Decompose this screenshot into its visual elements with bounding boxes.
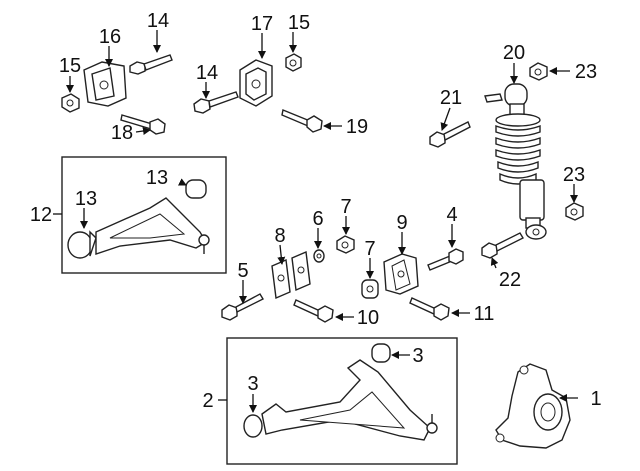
callout-3-right: 3 bbox=[412, 345, 423, 367]
callout-8: 8 bbox=[274, 225, 285, 247]
callout-9: 9 bbox=[396, 212, 407, 234]
nut-15-left bbox=[61, 93, 80, 113]
lower-control-arm-assembly bbox=[226, 337, 458, 465]
bolt-22 bbox=[481, 232, 524, 259]
callout-13-left: 13 bbox=[75, 188, 97, 210]
bracket-17 bbox=[239, 59, 273, 107]
callout-leaders bbox=[53, 30, 578, 413]
callout-15-center: 15 bbox=[288, 12, 310, 34]
callout-11: 11 bbox=[474, 303, 495, 325]
bolt-10 bbox=[293, 299, 334, 323]
callout-18: 18 bbox=[111, 122, 133, 144]
bolt-11 bbox=[409, 297, 450, 321]
callout-1: 1 bbox=[590, 388, 601, 410]
bolt-18 bbox=[120, 114, 166, 135]
callout-14-center: 14 bbox=[196, 62, 218, 84]
bracket-16 bbox=[83, 61, 127, 107]
callout-19: 19 bbox=[346, 116, 368, 138]
callout-12: 12 bbox=[30, 204, 52, 226]
bolt-4 bbox=[427, 248, 464, 271]
callout-3-left: 3 bbox=[247, 373, 258, 395]
washer-6 bbox=[313, 249, 325, 263]
callout-23-right: 23 bbox=[563, 164, 585, 186]
nut-7-lower bbox=[361, 279, 379, 299]
callout-7-lower: 7 bbox=[364, 238, 375, 260]
callout-21: 21 bbox=[440, 87, 462, 109]
bolt-5 bbox=[221, 293, 264, 321]
callout-16: 16 bbox=[99, 26, 121, 48]
bracket-9 bbox=[383, 253, 419, 295]
callout-22: 22 bbox=[499, 269, 521, 291]
steering-knuckle-1 bbox=[495, 363, 571, 449]
callout-7-top: 7 bbox=[340, 196, 351, 218]
callout-23-top: 23 bbox=[575, 61, 597, 83]
callout-5: 5 bbox=[237, 260, 248, 282]
callout-15-left: 15 bbox=[59, 55, 81, 77]
nut-15-center bbox=[285, 53, 302, 72]
callout-14-top: 14 bbox=[147, 10, 169, 32]
shock-absorber-20 bbox=[484, 83, 547, 240]
callout-13-right: 13 bbox=[146, 167, 168, 189]
callout-10: 10 bbox=[357, 307, 379, 329]
callout-2: 2 bbox=[202, 390, 213, 412]
nut-23-top bbox=[529, 62, 548, 81]
callout-20: 20 bbox=[503, 42, 525, 64]
upper-control-arm-assembly bbox=[61, 156, 227, 274]
bolt-21 bbox=[429, 121, 471, 148]
plates-8 bbox=[271, 250, 311, 300]
bolt-19 bbox=[281, 109, 323, 133]
bolt-14-center bbox=[193, 91, 239, 114]
callout-4: 4 bbox=[446, 204, 457, 226]
callout-6: 6 bbox=[312, 208, 323, 230]
nut-7-top bbox=[336, 235, 355, 254]
bolt-14-left bbox=[129, 54, 173, 75]
callout-17: 17 bbox=[251, 13, 273, 35]
nut-23-right bbox=[565, 202, 584, 221]
